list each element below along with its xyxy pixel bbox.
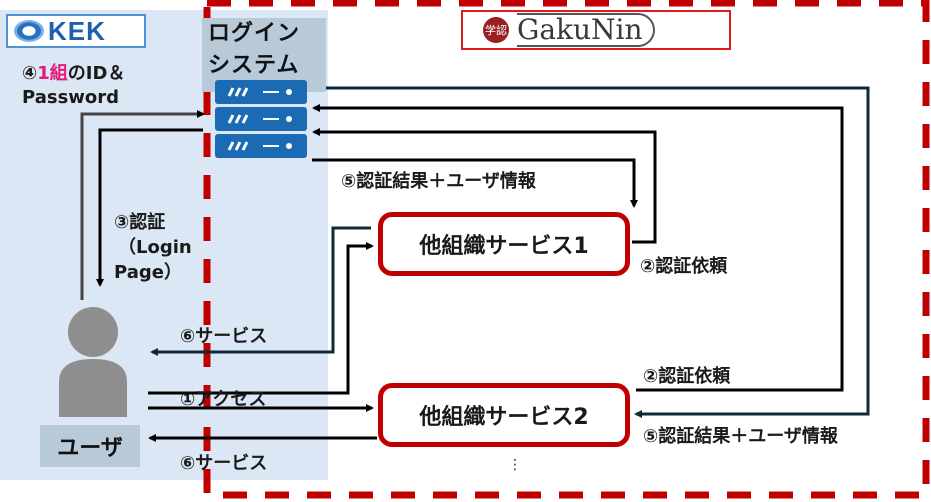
step6-service-label-upper: ⑥サービス <box>180 326 268 347</box>
service1-label: 他組織サービス1 <box>419 234 589 259</box>
server-rack-unit <box>215 107 307 131</box>
step1-access-label: ①アクセス <box>180 389 267 410</box>
login-server-icon <box>215 80 307 166</box>
step6-service-label-lower: ⑥サービス <box>180 453 268 474</box>
step3-login-label: （Login <box>118 237 192 258</box>
step5-result-label-service1: ⑤認証結果＋ユーザ情報 <box>341 171 536 192</box>
server-rack-unit <box>215 80 307 104</box>
step5-result-label-service2: ⑤認証結果＋ユーザ情報 <box>643 426 838 447</box>
user-label: ユーザ <box>40 425 140 467</box>
more-services-indicator: ⋮ <box>508 457 522 473</box>
step4-highlight: 1組 <box>37 63 68 84</box>
service2-label: 他組織サービス2 <box>419 405 589 430</box>
step4-password-label: Password <box>22 87 120 108</box>
server-rack-unit <box>215 134 307 158</box>
login-system-label: ログイン システム <box>202 18 326 92</box>
service2-box: 他組織サービス2 <box>378 383 630 447</box>
step2-request-label-service2: ②認証依頼 <box>643 366 731 387</box>
kek-logo-text: KEK <box>48 15 106 46</box>
step4-label: ④1組のID＆ <box>22 63 126 84</box>
gakunin-logo-text: GakuNin <box>517 13 655 47</box>
kek-logo: KEK <box>6 14 146 48</box>
service1-box: 他組織サービス1 <box>378 212 630 276</box>
gakunin-federation-boundary <box>203 0 930 499</box>
kek-emblem-icon <box>14 20 44 42</box>
step3-page-label: Page） <box>114 262 182 283</box>
gakunin-seal-icon: 学認 <box>483 17 509 43</box>
step3-auth-label: ③認証 <box>114 212 166 233</box>
gakunin-logo: 学認 GakuNin <box>461 10 731 50</box>
step2-request-label-service1: ②認証依頼 <box>640 256 728 277</box>
user-icon <box>59 307 127 417</box>
